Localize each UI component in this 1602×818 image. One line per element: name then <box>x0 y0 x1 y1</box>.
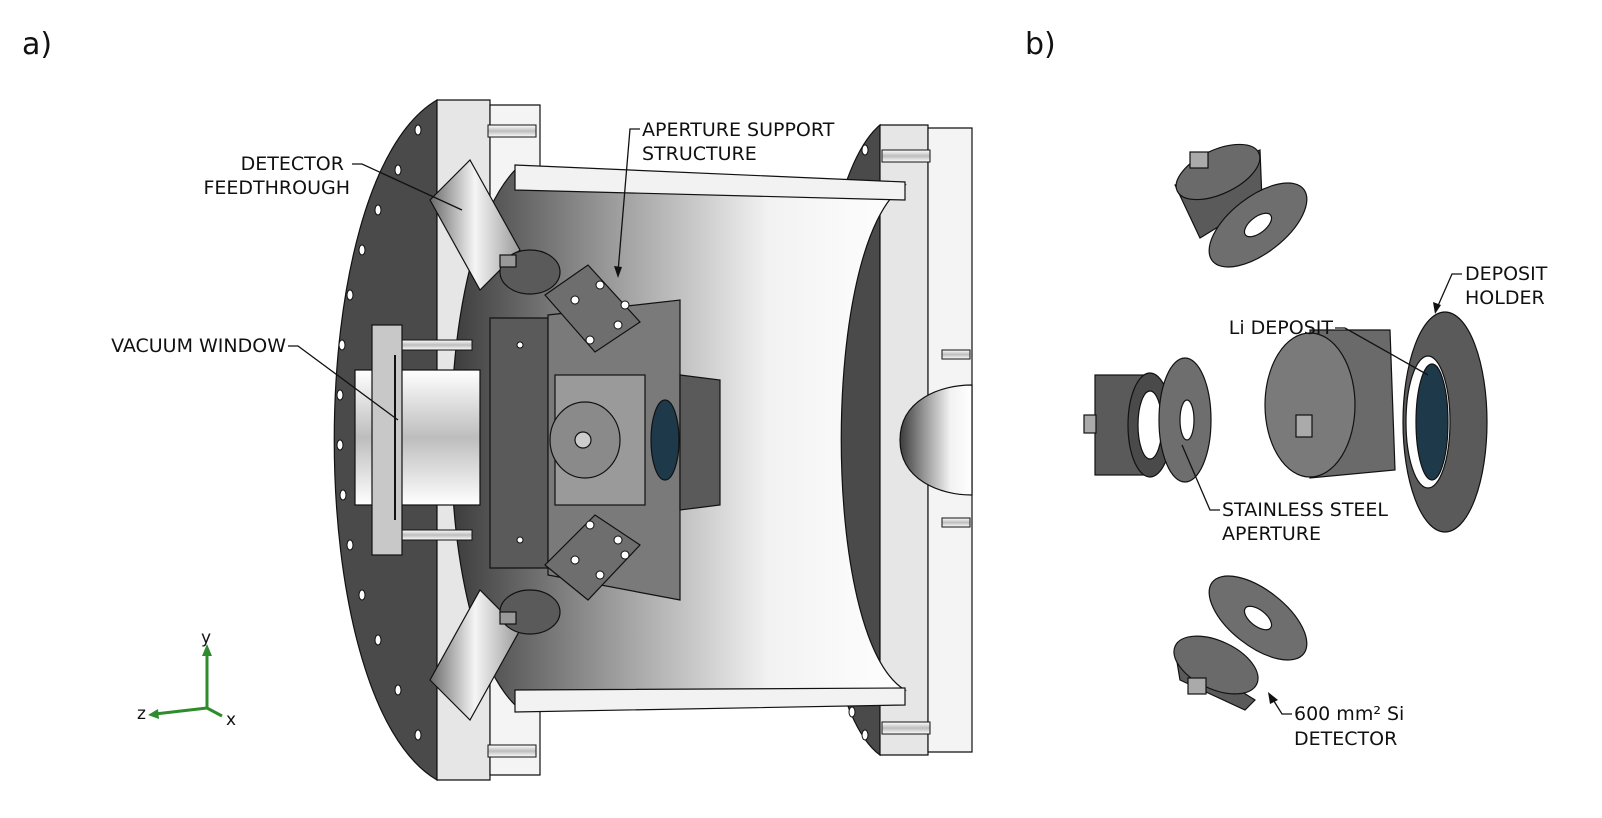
feedthrough-port-top <box>429 159 521 291</box>
label-si-detector: 600 mm² Si DETECTOR <box>1294 703 1410 750</box>
panel-label-b: b) <box>1025 27 1056 62</box>
leader-vacuum-window <box>288 345 399 421</box>
aperture-plate-left <box>489 317 549 569</box>
leader-detector-feedthrough <box>352 163 463 211</box>
axis-label-z: z <box>137 704 146 724</box>
feedthrough-detector-bottom <box>499 589 561 635</box>
label-stainless-aperture: STAINLESS STEEL APERTURE <box>1222 499 1394 545</box>
panel-label-a: a) <box>22 27 52 62</box>
axis-label-y: y <box>201 628 211 648</box>
chamber-deposit-window <box>650 399 680 481</box>
exploded-top-detector <box>1174 143 1263 239</box>
leader-aperture-support <box>617 128 640 273</box>
chamber-assembly <box>333 98 973 782</box>
aperture-plate-holes <box>516 280 630 580</box>
label-li-deposit: Li DEPOSIT <box>1229 317 1334 339</box>
label-vacuum-window: VACUUM WINDOW <box>111 335 286 357</box>
flange-bolts <box>401 124 971 758</box>
leader-deposit-holder <box>1436 273 1462 309</box>
bottom-slab <box>514 687 906 713</box>
right-port <box>899 384 973 496</box>
li-deposit <box>1415 363 1449 481</box>
axis-label-x: x <box>226 710 236 730</box>
leader-si-detector <box>1271 697 1292 715</box>
exploded-left-detector <box>1083 372 1173 478</box>
leader-li-deposit <box>1335 327 1429 376</box>
aperture-block-top <box>544 264 641 353</box>
exploded-bottom-detector <box>1173 635 1259 711</box>
exploded-deposit-holder <box>1402 311 1488 533</box>
leader-stainless-aperture <box>1181 444 1220 511</box>
label-deposit-holder: DEPOSIT HOLDER <box>1465 263 1553 309</box>
flange-bolt-holes <box>336 124 422 741</box>
label-aperture-support: APERTURE SUPPORT STRUCTURE <box>642 119 840 165</box>
exploded-stainless-aperture <box>1158 357 1212 483</box>
coordinate-axes: y z x <box>137 628 236 730</box>
top-slab <box>514 164 906 201</box>
feedthrough-detector-top <box>499 249 561 295</box>
exploded-center-holder <box>1264 329 1396 479</box>
exploded-bottom-aperture <box>1208 575 1308 661</box>
exploded-top-aperture <box>1208 182 1308 268</box>
label-detector-feedthrough: DETECTOR FEEDTHROUGH <box>203 153 350 199</box>
